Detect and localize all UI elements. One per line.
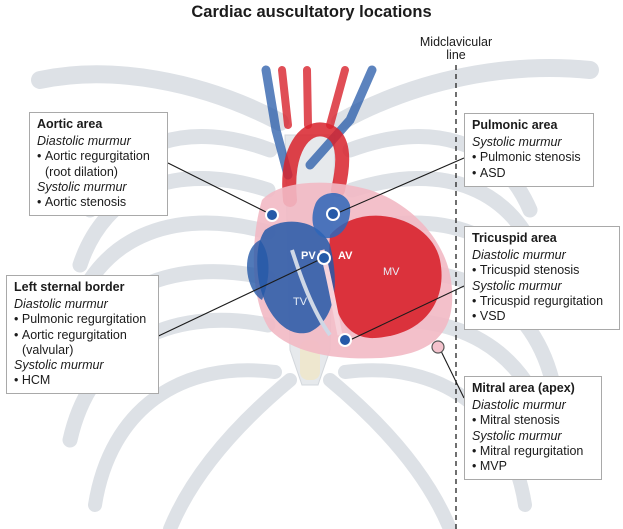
murmur-item: (root dilation) [45, 164, 118, 179]
leader-pulmonic [339, 157, 465, 213]
murmur-item: (valvular) [22, 342, 74, 357]
box-title: Mitral area (apex) [472, 381, 575, 395]
murmur-item: Tricuspid stenosis [472, 263, 612, 278]
diagram-title: Cardiac auscultatory locations [191, 3, 432, 21]
heart [247, 182, 453, 359]
murmur-type: Diastolic murmur [37, 134, 131, 149]
auscultation-points [265, 207, 445, 354]
murmur-item: Aortic regurgitation [14, 328, 151, 343]
box-title: Tricuspid area [472, 231, 557, 245]
rib [88, 363, 282, 512]
murmur-type: Diastolic murmur [472, 248, 566, 263]
tricuspid-point [338, 333, 352, 347]
murmur-item: Pulmonic stenosis [472, 150, 586, 165]
vein [261, 65, 293, 180]
artery [278, 66, 292, 129]
leader-mitral [439, 348, 465, 399]
mv-label: MV [383, 266, 400, 278]
box-title: Pulmonic area [472, 118, 558, 132]
murmur-item: Mitral regurgitation [472, 444, 594, 459]
murmur-type: Systolic murmur [472, 135, 562, 150]
midclavicular-label-line2: line [446, 48, 466, 62]
right-ventricle [257, 221, 335, 334]
murmur-item: MVP [472, 459, 594, 474]
murmur-type: Systolic murmur [472, 428, 562, 443]
vein [305, 65, 377, 170]
murmur-item: Mitral stenosis [472, 413, 594, 428]
pulmonic-area-box: Pulmonic area Systolic murmur Pulmonic s… [464, 113, 594, 187]
murmur-item: Aortic regurgitation [37, 149, 160, 164]
murmur-item: Pulmonic regurgitation [14, 312, 151, 327]
costal-margin-left [163, 373, 297, 529]
leader-aortic [167, 162, 269, 214]
mitral-point [431, 340, 445, 354]
septum [290, 249, 332, 337]
av-label: AV [338, 250, 353, 262]
left-sternal-border-box: Left sternal border Diastolic murmur Pul… [6, 275, 159, 395]
murmur-type: Systolic murmur [472, 278, 562, 293]
artery [303, 66, 312, 129]
pulmonic-point [326, 207, 340, 221]
murmur-item: ASD [472, 166, 586, 181]
murmur-item: VSD [472, 309, 612, 324]
murmur-item: Tricuspid regurgitation [472, 294, 612, 309]
murmur-type: Systolic murmur [14, 358, 104, 373]
midclavicular-line-label: Midclavicular line [396, 36, 516, 62]
murmur-type: Diastolic murmur [472, 398, 566, 413]
aortic-point [265, 208, 279, 222]
leader-lines [149, 157, 465, 399]
artery [326, 66, 349, 129]
clavicle-left [31, 65, 289, 131]
left-ventricle [329, 215, 442, 339]
leader-tricuspid [349, 285, 465, 341]
aortic-arch [282, 122, 350, 207]
midclavicular-label-line1: Midclavicular [419, 35, 493, 49]
right-atrium [247, 240, 269, 300]
pv-label: PV [301, 250, 316, 262]
box-title: Left sternal border [14, 280, 125, 294]
aortic-area-box: Aortic area Diastolic murmur Aortic regu… [29, 112, 168, 217]
box-title: Aortic area [37, 117, 103, 131]
tricuspid-area-box: Tricuspid area Diastolic murmur Tricuspi… [464, 226, 620, 331]
leader-left-sternal [149, 257, 324, 341]
murmur-type: Systolic murmur [37, 179, 127, 194]
murmur-type: Diastolic murmur [14, 297, 108, 312]
left-sternal-point [317, 251, 331, 265]
tv-label: TV [293, 296, 308, 308]
murmur-item: Aortic stenosis [37, 195, 160, 210]
costal-margin-right [323, 373, 457, 529]
great-vessels [261, 65, 377, 207]
clavicle-right [331, 59, 599, 131]
murmur-item: HCM [14, 373, 151, 388]
mitral-area-box: Mitral area (apex) Diastolic murmur Mitr… [464, 376, 602, 481]
